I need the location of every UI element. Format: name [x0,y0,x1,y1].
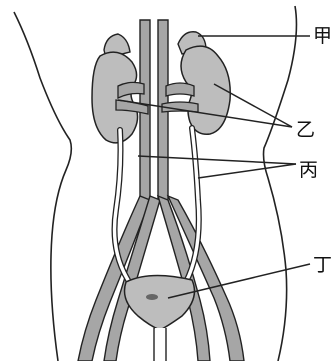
body-outline-right [264,6,297,361]
left-kidney [92,52,138,143]
right-renal-vessels [166,83,194,96]
label-jia: 甲 [313,27,331,46]
leader-line-bing-2 [198,164,296,178]
body-outline-left [14,12,71,361]
urethra-fill [155,328,165,361]
bladder-spot [146,294,158,300]
bladder [125,275,195,330]
label-ding: 丁 [313,256,331,275]
label-yi: 乙 [296,121,315,140]
label-bing: 丙 [299,161,318,180]
